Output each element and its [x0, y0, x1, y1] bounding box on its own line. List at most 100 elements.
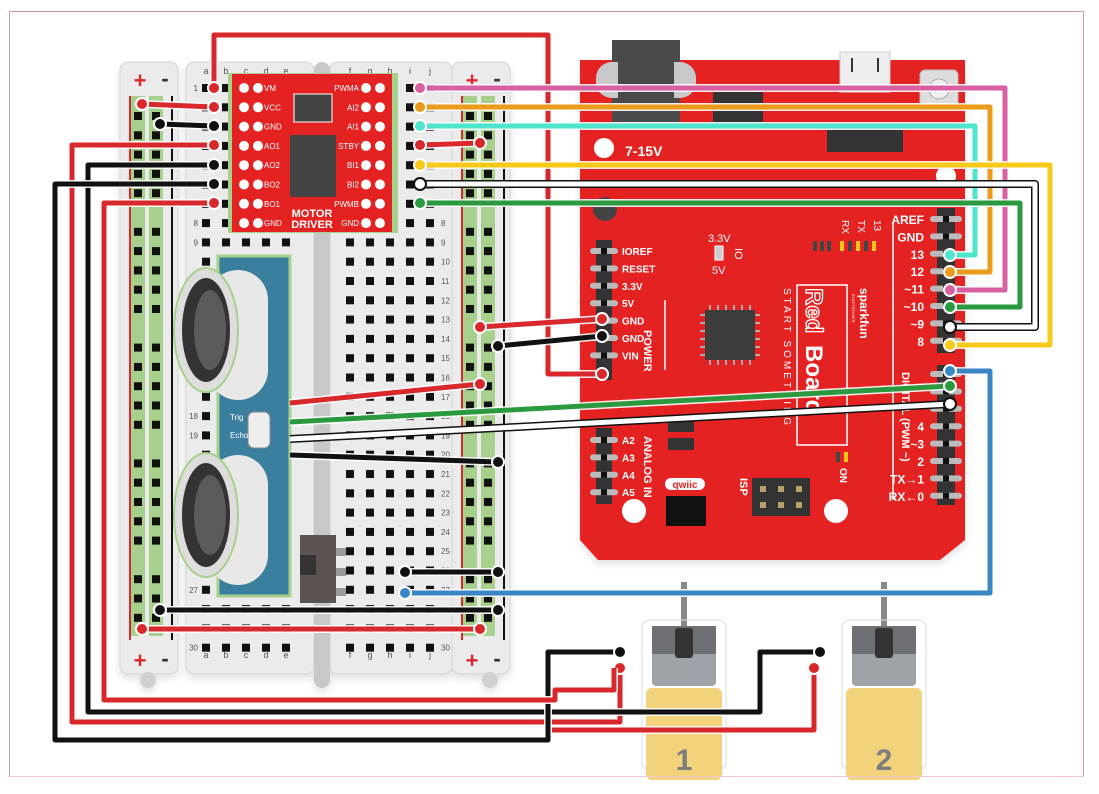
rail-hole [134, 169, 142, 178]
breadboard-hole [406, 547, 414, 556]
wire-switch-7-end [943, 364, 957, 378]
header-socket [943, 492, 949, 499]
motor-shaft-mount [875, 628, 893, 658]
rail-hole [484, 305, 492, 313]
rail-hole [484, 382, 492, 391]
right-rail-minus-bottom: - [493, 646, 500, 671]
qwiic-label-box [665, 478, 705, 490]
led-13-label: 13 [871, 220, 882, 232]
row-label: 8 [441, 219, 446, 228]
driver-pad [375, 121, 385, 132]
io-switch-top-label: 3.3V [708, 233, 731, 245]
breadboard-hole [202, 84, 210, 92]
rail-hole [152, 536, 160, 545]
header-socket [943, 233, 949, 240]
header-socket [601, 489, 607, 496]
breadboard-hole [386, 334, 394, 343]
driver-pad [239, 218, 249, 229]
breadboard-hole [386, 508, 394, 517]
analog-pin-label: A5 [622, 488, 635, 499]
wire-switch-7-end [398, 586, 412, 600]
wire-rail-vcc-bridge-end [135, 622, 149, 636]
wire-ai1-13 [420, 123, 978, 258]
breadboard-hole [426, 296, 434, 305]
rail-hole [466, 478, 474, 487]
rail-hole [152, 478, 160, 487]
row-label: 16 [441, 374, 450, 383]
row-label: 12 [441, 296, 450, 305]
driver-pad [253, 198, 263, 209]
driver-pin-label: AO2 [264, 161, 281, 170]
breadboard-hole [406, 643, 414, 652]
isp-header [752, 478, 810, 516]
rail-hole [484, 613, 492, 622]
motor-shaft [881, 582, 887, 628]
driver-pad [253, 140, 263, 151]
wire-gnd-to-rail-end [207, 119, 221, 133]
driver-pin-label: BI1 [347, 161, 360, 170]
power-pin-label: 5V [622, 299, 635, 310]
motor-driver: VMVCCGNDAO1AO2BO2BO1GNDPWMAAI2AI1STBYBI1… [228, 73, 398, 233]
row-label: 1 [194, 84, 199, 93]
row-label: 19 [189, 431, 198, 440]
power-jack-label: 7-15V [625, 143, 663, 159]
sensor-pin-echo: Echo [230, 431, 249, 440]
wire-ao2-motor2-end [813, 645, 827, 659]
breadboard-hole [366, 373, 374, 382]
wire-sensor-gnd-end [491, 455, 505, 469]
rail-hole [484, 285, 492, 294]
header-socket [601, 282, 607, 289]
wire-motor2-red [552, 668, 817, 733]
rail-hole [134, 498, 142, 506]
driver-pin-label: AI1 [347, 123, 360, 132]
breadboard-hole [346, 296, 354, 305]
driver-pad [375, 179, 385, 190]
rail-hole [466, 613, 474, 622]
breadboard-hole [346, 547, 354, 556]
breadboard-hole [426, 219, 434, 228]
digital-pin-label: ~9 [910, 317, 924, 331]
rail-hole [484, 517, 492, 526]
breadboard-hole [386, 566, 394, 575]
driver-pin-label: GND [341, 219, 359, 228]
driver-pad [239, 83, 249, 93]
rail-hole [134, 266, 142, 275]
breadboard-hole [386, 354, 394, 363]
breadboard-hole [406, 373, 414, 382]
breadboard-hole [406, 141, 414, 150]
diagram-frame [9, 11, 1084, 777]
driver-pad [239, 179, 249, 190]
breadboard-hole [386, 585, 394, 594]
rail-hole [484, 536, 492, 545]
power-pin-label: RESET [622, 264, 655, 275]
rail-hole [466, 227, 474, 236]
digital-pin-label: 8 [917, 335, 924, 349]
column-label: h [387, 66, 392, 76]
breadboard-hole [386, 373, 394, 382]
rail-hole [152, 382, 160, 391]
breadboard-hole [222, 161, 230, 170]
row-label: 11 [441, 277, 450, 286]
breadboard-hole [426, 489, 434, 498]
wire-vcc-to-rail-end [207, 100, 221, 114]
power-pin-label: GND [622, 334, 644, 345]
rail-hole [134, 575, 142, 584]
breadboard-hole [222, 141, 230, 150]
rail-hole [466, 594, 474, 603]
wire-stby-rail [419, 140, 481, 148]
rail-hole [484, 401, 492, 410]
breadboard-hole [366, 508, 374, 517]
header-socket [601, 437, 607, 443]
driver-pin-label: STBY [338, 142, 360, 151]
row-label: 9 [194, 238, 199, 247]
rail-hole [152, 613, 160, 622]
led-tx-label: TX [855, 220, 866, 233]
breadboard-hole [282, 643, 290, 652]
driver-pad [361, 179, 371, 190]
analog-pin-label: A2 [622, 436, 635, 447]
breadboard-hole [346, 354, 354, 363]
rail-hole [134, 150, 142, 159]
left-rail-minus-bottom: - [161, 646, 168, 671]
wire-pwma-11 [420, 85, 1008, 293]
breadboard-hole [202, 412, 210, 421]
